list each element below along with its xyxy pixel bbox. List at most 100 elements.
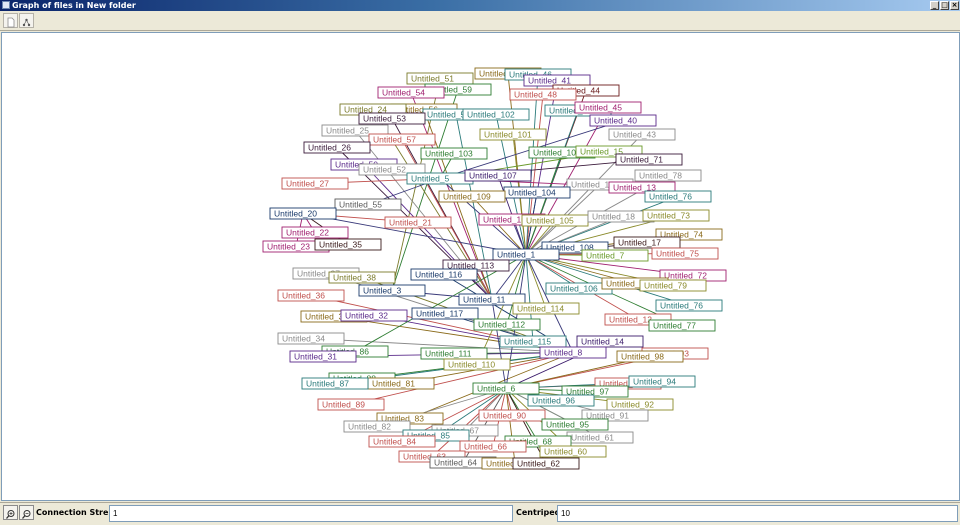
file-node[interactable]: Untitled_15 xyxy=(575,145,643,158)
file-node[interactable]: Untitled_84 xyxy=(368,435,436,448)
file-graph[interactable]: Untitled_51Untitled_59Untitled_47Untitle… xyxy=(2,33,959,500)
file-node[interactable]: Untitled_92 xyxy=(606,398,674,411)
file-node[interactable]: Untitled_72 xyxy=(659,269,727,282)
file-node[interactable]: Untitled_54 xyxy=(377,86,445,99)
file-node-label: Untitled_18 xyxy=(592,212,635,222)
file-node[interactable]: Untitled_82 xyxy=(343,420,411,433)
file-node[interactable]: Untitled_41 xyxy=(523,74,591,87)
file-node-box xyxy=(314,238,382,251)
file-node[interactable]: Untitled_110 xyxy=(443,358,511,371)
file-node[interactable]: Untitled_60 xyxy=(539,445,607,458)
file-node[interactable]: Untitled_57 xyxy=(368,133,436,146)
minimize-button[interactable]: _ xyxy=(930,1,939,10)
file-node[interactable]: Untitled_12 xyxy=(604,313,672,326)
file-node[interactable]: Untitled_6 xyxy=(472,382,540,395)
file-node[interactable]: Untitled_53 xyxy=(358,112,426,125)
file-node[interactable]: Untitled_95 xyxy=(541,418,609,431)
file-node[interactable]: Untitled_73 xyxy=(642,209,710,222)
file-node[interactable]: Untitled_51 xyxy=(406,72,474,85)
file-node[interactable]: Untitled_45 xyxy=(574,101,642,114)
file-node[interactable]: Untitled_55 xyxy=(334,198,402,211)
network-icon xyxy=(22,18,31,27)
file-node[interactable]: Untitled_71 xyxy=(615,153,683,166)
file-node[interactable]: Untitled_90 xyxy=(478,409,546,422)
file-node[interactable]: Untitled_48 xyxy=(509,88,577,101)
file-node-label: Untitled_7 xyxy=(586,251,625,261)
file-node[interactable]: Untitled_62 xyxy=(512,457,580,470)
new-document-button[interactable] xyxy=(3,13,18,28)
maximize-button[interactable]: □ xyxy=(940,1,949,10)
file-node[interactable]: Untitled_77 xyxy=(648,319,716,332)
file-node[interactable]: Untitled_81 xyxy=(367,377,435,390)
file-node[interactable]: Untitled_78 xyxy=(634,169,702,182)
file-node[interactable]: Untitled_105 xyxy=(521,214,589,227)
file-node[interactable]: Untitled_52 xyxy=(358,163,426,176)
file-node[interactable]: Untitled_66 xyxy=(459,440,527,453)
file-node[interactable]: Untitled_79 xyxy=(639,279,707,292)
file-node[interactable]: Untitled_27 xyxy=(281,177,349,190)
file-node[interactable]: Untitled_22 xyxy=(281,226,349,239)
file-node[interactable]: Untitled_13 xyxy=(608,181,676,194)
file-node[interactable]: Untitled_89 xyxy=(317,398,385,411)
file-node[interactable]: Untitled_75 xyxy=(651,247,719,260)
file-node[interactable]: Untitled_114 xyxy=(512,302,580,315)
file-node[interactable]: Untitled_35 xyxy=(314,238,382,251)
file-node[interactable]: Untitled_38 xyxy=(328,271,396,284)
file-node[interactable]: Untitled_116 xyxy=(410,268,478,281)
file-node[interactable]: Untitled_94 xyxy=(628,375,696,388)
centripede-field[interactable]: 10 xyxy=(557,505,958,522)
file-node[interactable]: Untitled_20 xyxy=(269,207,337,220)
file-node[interactable]: Untitled_11 xyxy=(458,293,526,306)
connection-strength-field[interactable]: 1 xyxy=(109,505,513,522)
file-node[interactable]: Untitled_76 xyxy=(655,299,723,312)
file-node-label: Untitled_26 xyxy=(308,143,351,153)
file-node[interactable]: Untitled_17 xyxy=(613,236,681,249)
file-node-label: Untitled_31 xyxy=(294,352,337,362)
file-node[interactable]: Untitled_14 xyxy=(576,335,644,348)
file-node[interactable]: Untitled_87 xyxy=(301,377,369,390)
file-node[interactable]: Untitled_61 xyxy=(566,431,634,444)
file-node[interactable]: Untitled_111 xyxy=(420,347,488,360)
file-node[interactable]: Untitled_21 xyxy=(384,216,452,229)
file-node[interactable]: Untitled_109 xyxy=(438,190,506,203)
file-node[interactable]: Untitled_1 xyxy=(492,248,560,261)
file-node[interactable]: Untitled_117 xyxy=(411,307,479,320)
file-node[interactable]: Untitled_3 xyxy=(358,284,426,297)
file-node-label: Untitled_104 xyxy=(508,188,556,198)
file-node[interactable]: Untitled_103 xyxy=(420,147,488,160)
file-node[interactable]: Untitled_91 xyxy=(581,409,649,422)
file-node[interactable]: Untitled_26 xyxy=(303,141,371,154)
file-node[interactable]: Untitled_40 xyxy=(589,114,657,127)
file-node[interactable]: Untitled_32 xyxy=(340,309,408,322)
file-node[interactable]: Untitled_76 xyxy=(644,190,712,203)
file-node[interactable]: Untitled_7 xyxy=(581,249,649,262)
file-node[interactable]: Untitled_8 xyxy=(539,346,607,359)
file-node[interactable]: Untitled_101 xyxy=(479,128,547,141)
file-node-label: Untitled_63 xyxy=(403,452,446,462)
file-node[interactable]: Untitled_96 xyxy=(527,394,595,407)
file-node-box xyxy=(541,241,609,254)
file-node[interactable]: Untitled_98 xyxy=(616,350,684,363)
file-node[interactable]: Untitled_97 xyxy=(561,385,629,398)
file-node[interactable]: Untitled_25 xyxy=(321,124,389,137)
file-node[interactable]: Untitled_102 xyxy=(462,108,530,121)
file-node[interactable]: Untitled_115 xyxy=(499,335,567,348)
file-node[interactable]: Untitled_43 xyxy=(608,128,676,141)
graph-layout-button[interactable] xyxy=(19,13,34,28)
zoom-out-button[interactable] xyxy=(19,505,34,520)
file-node[interactable]: Untitled_112 xyxy=(473,318,541,331)
file-node-box xyxy=(402,429,470,442)
zoom-in-button[interactable] xyxy=(3,505,18,520)
close-button[interactable]: × xyxy=(950,1,959,10)
file-node[interactable]: Untitled_104 xyxy=(503,186,571,199)
file-node[interactable]: Untitled_5 xyxy=(406,172,474,185)
file-node-label: Untitled_65 xyxy=(486,459,529,469)
file-node[interactable]: Untitled_74 xyxy=(655,228,723,241)
file-node[interactable]: Untitled_108 xyxy=(541,241,609,254)
file-node[interactable]: Untitled_31 xyxy=(289,350,357,363)
file-node[interactable]: Untitled_34 xyxy=(277,332,345,345)
file-node[interactable]: Untitled_107 xyxy=(464,169,532,182)
window-title-bar[interactable]: Graph of files in New folder _ □ × xyxy=(0,0,960,11)
file-node[interactable]: Untitled_36 xyxy=(277,289,345,302)
